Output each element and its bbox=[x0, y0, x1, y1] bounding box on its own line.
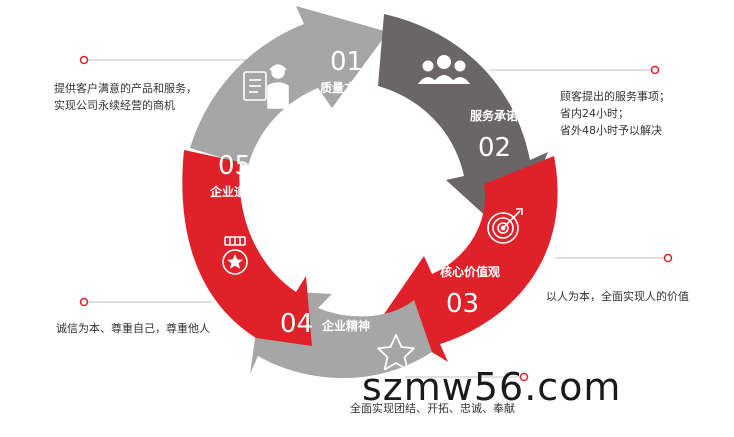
note-01-line-1: 提供客户满意的产品和服务， bbox=[54, 82, 197, 95]
leader-dot-04 bbox=[519, 372, 529, 382]
segment-01-label: 质量方针 bbox=[320, 80, 368, 95]
note-02: 顾客提出的服务事项； 省内24小时； 省外48小时予以解决 bbox=[560, 88, 670, 139]
segment-05-number: 05 bbox=[218, 151, 251, 181]
segment-04-label: 企业精神 bbox=[321, 318, 370, 333]
leader-dot-05 bbox=[79, 297, 89, 307]
team-people-icon bbox=[418, 55, 470, 84]
note-01: 提供客户满意的产品和服务， 实现公司永续经营的商机 bbox=[54, 80, 197, 114]
segment-01 bbox=[190, 6, 388, 166]
leader-lines bbox=[84, 59, 668, 378]
leader-dots bbox=[79, 55, 673, 382]
note-04: 全面实现团结、开拓、忠诚、奉献 bbox=[350, 400, 515, 417]
segment-03-label: 核心价值观 bbox=[440, 264, 500, 279]
segment-01-number: 01 bbox=[330, 47, 363, 77]
segment-05 bbox=[182, 150, 312, 346]
segment-03 bbox=[380, 156, 558, 362]
medal-icon bbox=[222, 236, 248, 275]
note-02-line-2: 省内24小时； bbox=[560, 107, 629, 120]
note-05-line-1: 诚信为本、尊重自己，尊重他人 bbox=[56, 322, 210, 335]
note-02-line-3: 省外48小时予以解决 bbox=[560, 124, 662, 137]
segment-02-label: 服务承诺 bbox=[470, 108, 518, 123]
star-icon bbox=[377, 334, 415, 371]
note-02-line-1: 顾客提出的服务事项； bbox=[560, 90, 670, 103]
note-05: 诚信为本、尊重自己，尊重他人 bbox=[56, 320, 210, 337]
watermark: szmw56.com bbox=[362, 365, 622, 409]
segment-02-number: 02 bbox=[478, 133, 511, 163]
note-03-line-1: 以人为本，全面实现人的价值 bbox=[546, 290, 689, 303]
leader-dot-03 bbox=[663, 253, 673, 263]
leader-dot-02 bbox=[650, 65, 660, 75]
note-03: 以人为本，全面实现人的价值 bbox=[546, 288, 689, 305]
segment-03-number: 03 bbox=[446, 289, 479, 319]
leader-dot-01 bbox=[79, 55, 89, 65]
segment-04-number: 04 bbox=[280, 309, 313, 339]
note-04-line-1: 全面实现团结、开拓、忠诚、奉献 bbox=[350, 402, 515, 415]
target-arrow-icon bbox=[487, 208, 523, 244]
note-01-line-2: 实现公司永续经营的商机 bbox=[54, 99, 175, 112]
worker-clipboard-icon bbox=[243, 64, 289, 109]
segment-05-label: 企业道德 bbox=[209, 184, 258, 199]
